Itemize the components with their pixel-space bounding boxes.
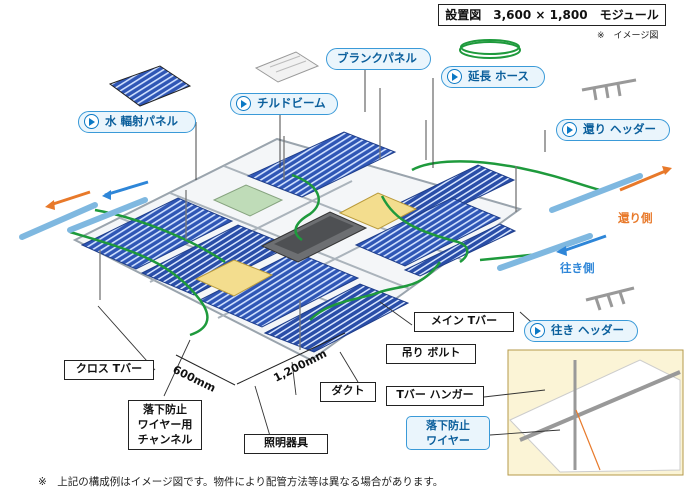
radiant-panel-thumbnail — [108, 65, 192, 107]
radiant-panel-8 — [403, 223, 517, 277]
return-header-thumbnail — [581, 78, 637, 101]
callout-cross-t-bar: クロス Tバー — [64, 360, 154, 380]
callout-label: 吊り ボルト — [401, 346, 461, 359]
dimension-600: 600mm — [171, 363, 218, 395]
left-headers — [19, 180, 149, 240]
hose-coil-thumbnail — [459, 39, 521, 59]
callout-label: 往き ヘッダー — [551, 323, 625, 337]
return-side-label: 還り側 — [618, 211, 653, 225]
callout-extension-hose: 延長 ホース — [441, 66, 545, 88]
callout-line-2: ワイヤー用 — [137, 418, 193, 431]
center-elements — [194, 184, 418, 297]
callout-label: 還り ヘッダー — [583, 122, 657, 136]
play-icon — [530, 323, 545, 338]
play-icon — [236, 96, 251, 111]
lighting-fixture-1 — [194, 259, 274, 297]
callout-hanging-bolt: 吊り ボルト — [386, 344, 476, 364]
radiant-panel-5 — [246, 131, 397, 198]
callout-lighting-fixture: 照明器具 — [244, 434, 328, 454]
callout-label: Tバー ハンガー — [396, 388, 474, 401]
dimension-lines — [175, 332, 346, 386]
callout-label: ダクト — [331, 384, 365, 397]
callout-line-2: ワイヤー — [426, 434, 470, 447]
hanging-bolts — [99, 88, 517, 350]
callout-line-3: チャンネル — [137, 433, 193, 446]
diagram-title: 設置図 3,600 × 1,800 モジュール — [438, 4, 666, 26]
lighting-fixture-2 — [338, 192, 418, 230]
callout-label: メイン Tバー — [430, 314, 498, 327]
callout-fall-prevention-channel: 落下防止 ワイヤー用 チャンネル — [128, 400, 202, 450]
footnote: ※ 上記の構成例はイメージ図です。物件により配管方法等は異なる場合があります。 — [38, 476, 444, 488]
callout-duct: ダクト — [320, 382, 376, 402]
callout-water-radiant-panel: 水 輻射パネル — [78, 111, 196, 133]
blank-panel-1 — [212, 184, 284, 217]
chilled-beam-thumbnail — [254, 51, 320, 83]
callout-label: 照明器具 — [264, 436, 308, 449]
callout-blank-panel: ブランクパネル — [326, 48, 431, 70]
callout-label: チルドビーム — [257, 96, 326, 110]
callout-label: ブランクパネル — [337, 51, 417, 65]
play-icon — [562, 122, 577, 137]
t-bar-hanger-detail — [507, 349, 684, 476]
callout-label: クロス Tバー — [75, 362, 143, 375]
radiant-panel-3 — [198, 251, 360, 328]
callout-label: 延長 ホース — [468, 69, 529, 83]
callout-line-1: 落下防止 — [426, 419, 470, 432]
radiant-panel-4 — [263, 283, 410, 353]
callout-t-bar-hanger: Tバー ハンガー — [386, 386, 484, 406]
play-icon — [447, 69, 462, 84]
callout-return-header: 還り ヘッダー — [556, 119, 670, 141]
callout-supply-header: 往き ヘッダー — [524, 320, 638, 342]
image-note: ※ イメージ図 — [597, 31, 659, 41]
supply-header-thumbnail — [585, 286, 635, 311]
callout-chilled-beam: チルドビーム — [230, 93, 338, 115]
callout-main-t-bar: メイン Tバー — [414, 312, 514, 332]
play-icon — [84, 114, 99, 129]
callout-label: 水 輻射パネル — [105, 114, 179, 128]
supply-side-label: 往き側 — [560, 261, 595, 275]
radiant-panel-1 — [80, 197, 234, 270]
right-headers — [497, 166, 672, 271]
callout-fall-prevention-wire: 落下防止 ワイヤー — [406, 416, 490, 450]
callout-line-1: 落下防止 — [143, 403, 187, 416]
